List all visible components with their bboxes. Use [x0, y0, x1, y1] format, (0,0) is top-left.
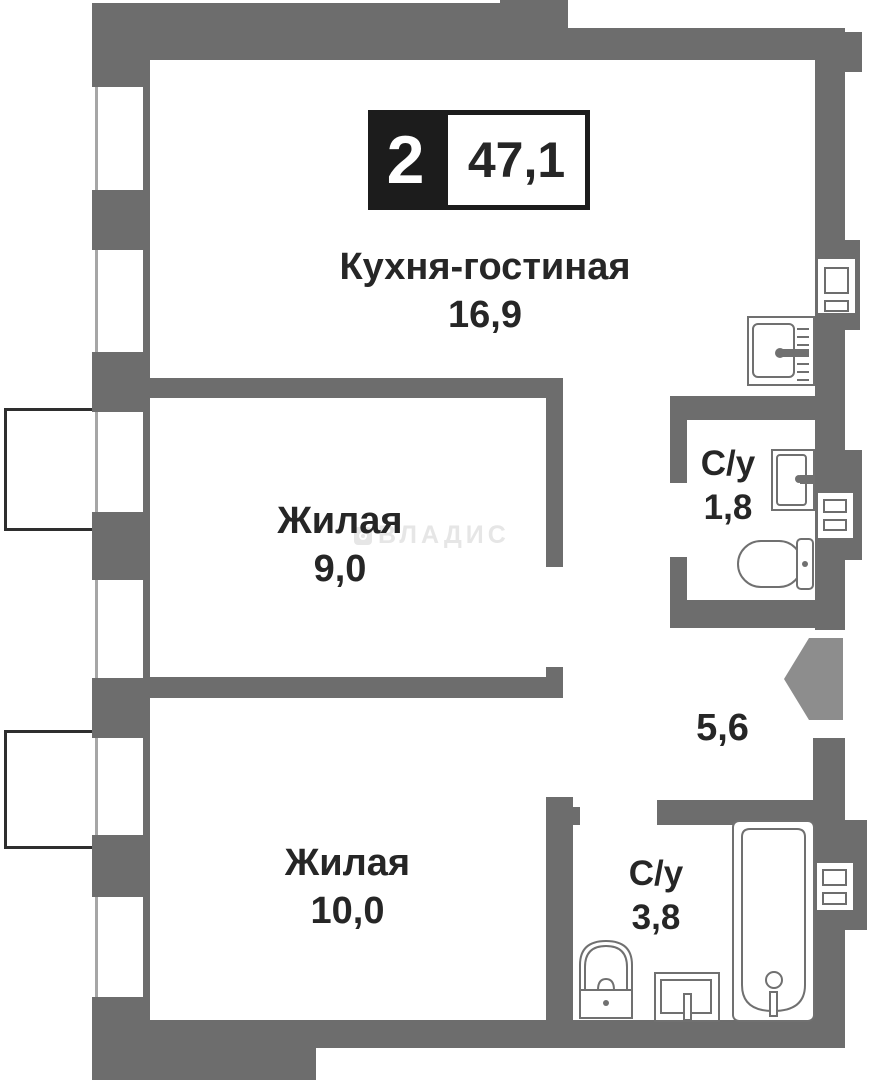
window-4	[92, 580, 143, 678]
room-name: Жилая	[284, 842, 411, 884]
balcony-1	[4, 408, 99, 531]
room-name: С/у	[628, 854, 684, 893]
vladis-watermark: ВЛАДИС	[354, 521, 510, 550]
wall-kitchen-divider-v	[546, 378, 563, 567]
vent-opening	[824, 267, 849, 294]
ventilation-shaft-icon	[816, 491, 855, 540]
vent-opening	[823, 499, 847, 513]
ventilation-shaft-icon	[816, 257, 857, 315]
room-area: 16,9	[448, 293, 522, 336]
room-area: 10,0	[310, 889, 385, 932]
apartment-badge: 2 47,1	[368, 110, 590, 210]
wall-bath1-left-upper	[670, 396, 687, 483]
room-area: 9,0	[313, 547, 367, 590]
room-area: 3,8	[631, 897, 681, 937]
wall-bottom	[150, 1020, 845, 1048]
room-label-bedroom-2: Жилая 10,0	[250, 840, 445, 935]
vent-opening	[824, 300, 849, 312]
room-name: Кухня-гостиная	[339, 246, 631, 288]
total-area-badge: 47,1	[443, 110, 590, 210]
room-name: Жилая	[277, 500, 403, 542]
balcony-2	[4, 730, 99, 849]
ventilation-shaft-icon	[815, 861, 855, 912]
window-2	[92, 250, 143, 352]
window-5	[92, 738, 143, 835]
wall-top-right	[568, 28, 845, 60]
wall-bath1-bottom	[670, 600, 845, 628]
room-label-bathroom-2: С/у 3,8	[610, 852, 702, 940]
toilet-icon	[737, 538, 814, 590]
vent-opening	[822, 892, 847, 905]
bathtub-icon	[732, 820, 815, 1022]
window-6	[92, 897, 143, 997]
wall-top-right-corner	[843, 32, 862, 72]
wall-hall-divider-stub	[546, 667, 563, 698]
room-label-bathroom-1: С/у 1,8	[688, 442, 768, 530]
toilet-icon	[579, 939, 633, 1019]
room-area: 5,6	[696, 707, 749, 749]
wall-room10-divider-v	[546, 797, 573, 1020]
wall-room10-divider-step	[563, 807, 580, 825]
wall-bottom-left-outer	[92, 1048, 316, 1080]
room-count-badge: 2	[368, 110, 443, 210]
window-3	[92, 412, 143, 512]
vladis-watermark-text: ВЛАДИС	[378, 521, 510, 549]
room-label-kitchen-living: Кухня-гостиная 16,9	[285, 244, 685, 339]
vent-opening	[822, 869, 847, 886]
room-label-bedroom-1: Жилая 9,0	[245, 498, 435, 593]
wall-top-left	[92, 3, 568, 60]
window-1	[92, 87, 143, 190]
room-name: С/у	[700, 444, 756, 483]
room-label-hallway: 5,6	[680, 705, 765, 753]
room-area: 1,8	[703, 487, 753, 527]
kitchen-sink-icon	[747, 316, 815, 386]
wall-hall-divider-h	[150, 677, 563, 698]
wall-kitchen-divider-h	[150, 378, 563, 398]
vladis-logo-icon	[354, 526, 372, 545]
bathroom-sink-icon	[771, 449, 815, 511]
vent-opening	[823, 519, 847, 531]
bathroom-sink-icon	[654, 972, 720, 1022]
entrance-arrow-icon	[784, 638, 843, 720]
wall-bath1-top	[670, 396, 815, 420]
